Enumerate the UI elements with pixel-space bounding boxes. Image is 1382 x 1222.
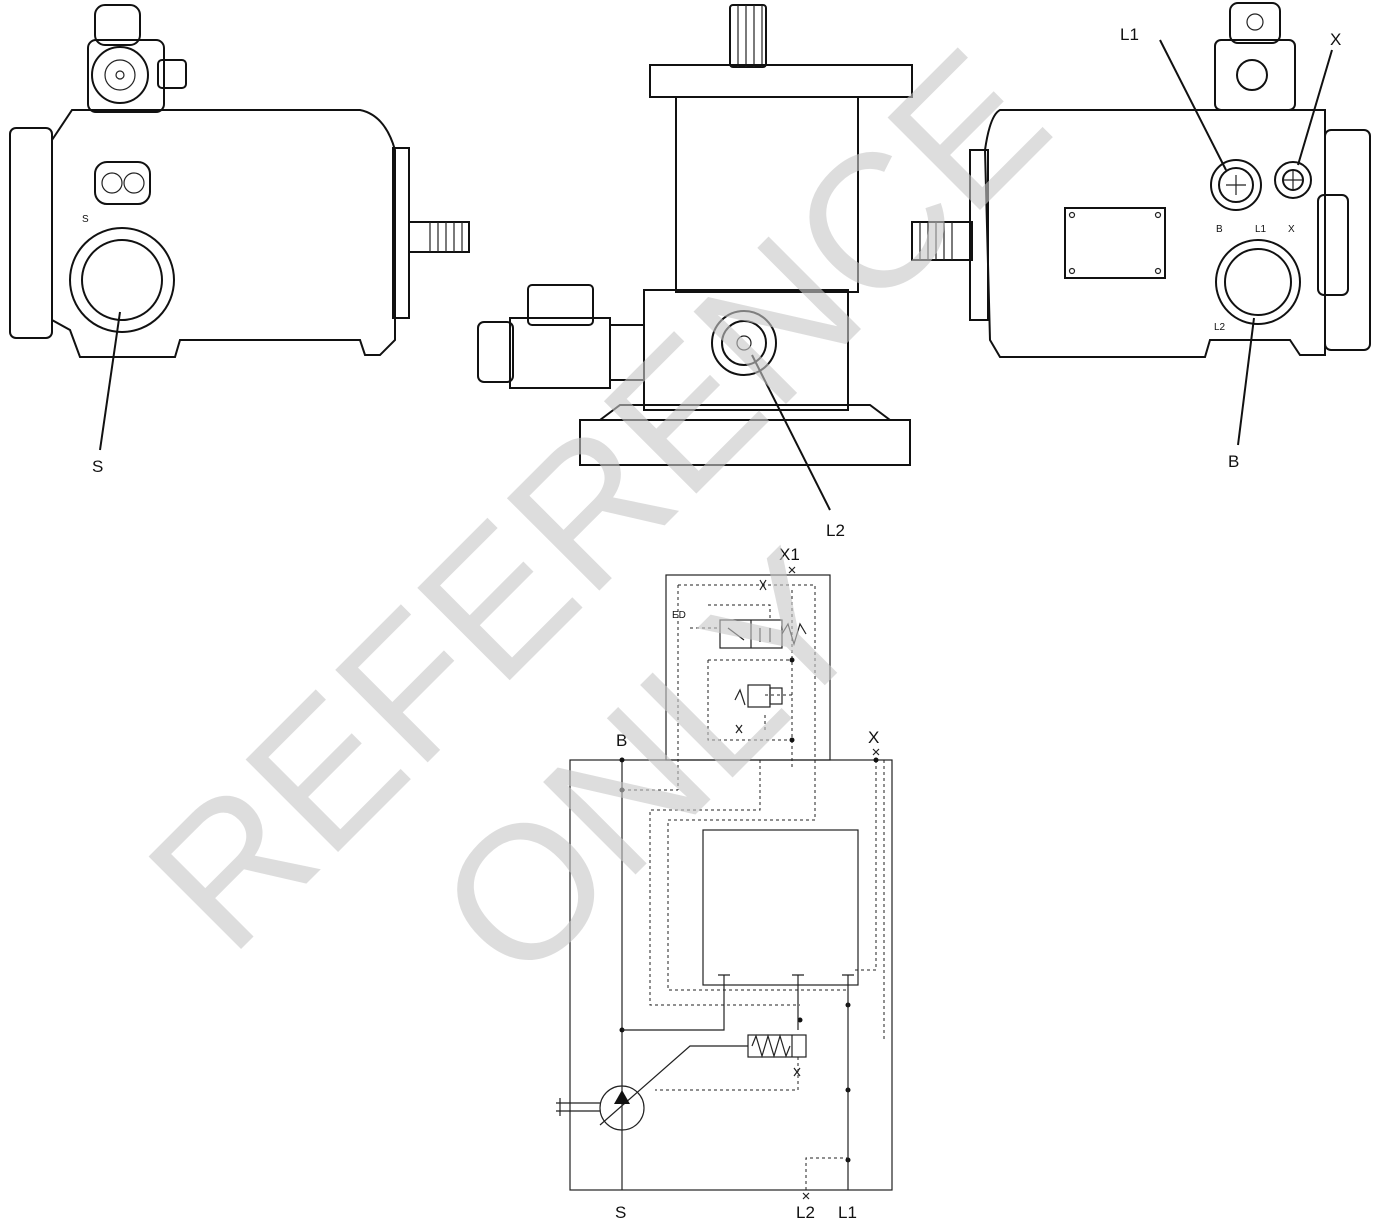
right-port-l1 xyxy=(1210,159,1262,211)
valve-label-ed: ED xyxy=(672,610,686,621)
callout-s-left: S xyxy=(92,457,103,476)
schematic-port-x: X xyxy=(868,728,879,747)
hydraulic-schematic: ED xyxy=(556,545,893,1222)
callout-b-right: B xyxy=(1228,452,1239,471)
left-cap xyxy=(94,4,141,46)
middle-view-pump: L2 xyxy=(477,4,913,540)
left-sensor-plug xyxy=(94,161,151,205)
left-solenoid xyxy=(91,46,149,104)
left-shaft xyxy=(408,221,470,253)
left-port-s xyxy=(69,227,175,333)
middle-base xyxy=(579,419,911,466)
callout-x-right: X xyxy=(1330,30,1341,49)
pump-symbol xyxy=(599,1085,645,1131)
right-shaft xyxy=(911,221,973,261)
schematic-port-l2: L2 xyxy=(796,1203,815,1222)
middle-port-l2 xyxy=(711,310,777,376)
right-port-mark-x: X xyxy=(1288,224,1295,235)
right-front-flange xyxy=(969,149,989,321)
left-housing xyxy=(51,109,396,358)
right-valve-block xyxy=(1214,39,1296,111)
left-port-mark-s: S xyxy=(82,214,89,225)
right-port-mark-b: B xyxy=(1216,224,1223,235)
watermark: REFERENCE ONLY xyxy=(109,10,1088,1019)
right-port-mark-l2: L2 xyxy=(1214,322,1226,333)
left-flange xyxy=(9,127,53,339)
left-connector xyxy=(157,59,187,89)
right-nameplate xyxy=(1064,207,1166,279)
middle-solenoid-cap xyxy=(477,321,514,383)
callout-l1-right: L1 xyxy=(1120,25,1139,44)
left-valve-block xyxy=(87,39,165,113)
right-rear-flange xyxy=(1324,129,1371,351)
right-view-pump: B L1 X L2 L1 X B xyxy=(911,2,1371,471)
pump-frame xyxy=(569,759,893,1191)
callout-l2-middle: L2 xyxy=(826,521,845,540)
schematic-port-b: B xyxy=(616,731,627,750)
middle-connector xyxy=(527,284,594,326)
right-port-x xyxy=(1274,161,1312,199)
right-side-bracket xyxy=(1317,194,1349,296)
actuator-box xyxy=(702,829,859,986)
schematic-port-x1: X1 xyxy=(779,545,800,564)
schematic-port-s: S xyxy=(615,1203,626,1222)
middle-body xyxy=(675,96,859,293)
middle-top-shaft xyxy=(729,4,767,68)
schematic-port-l1: L1 xyxy=(838,1203,857,1222)
right-port-mark-l1: L1 xyxy=(1255,224,1267,235)
right-port-b xyxy=(1215,239,1301,325)
left-view-pump: S S xyxy=(9,4,470,476)
